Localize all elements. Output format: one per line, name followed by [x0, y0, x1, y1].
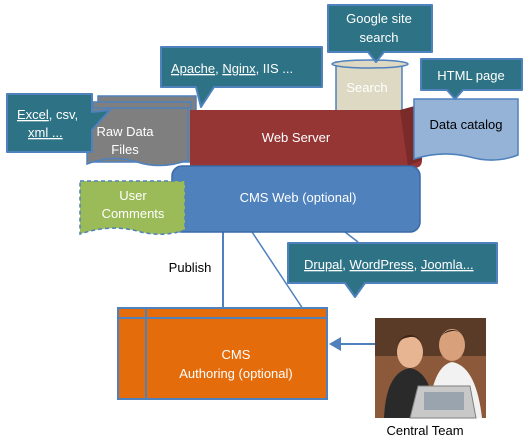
raw-data-files: Raw Data Files	[86, 95, 197, 167]
callout-google-search: Google site search	[327, 4, 433, 63]
cms-options-text: Drupal, WordPress, Joomla...	[304, 257, 474, 272]
web-servers-rest: , IIS ...	[256, 61, 294, 76]
google-search-line2: search	[359, 30, 398, 45]
joomla-link[interactable]: Joomla...	[421, 257, 474, 272]
cms-connector	[251, 231, 306, 313]
data-formats-sep-1: , csv,	[49, 107, 78, 122]
data-catalog-document: Data catalog	[413, 98, 519, 161]
callout-html-page: HTML page	[420, 58, 523, 100]
web-servers-text: Apache, Nginx, IIS ...	[171, 61, 293, 76]
search-label: Search	[346, 80, 387, 95]
user-comments-document: User Comments	[79, 180, 186, 236]
callout-web-servers: Apache, Nginx, IIS ...	[160, 46, 323, 108]
web-servers-sep-1: ,	[215, 61, 222, 76]
raw-data-label-line2: Files	[111, 142, 139, 157]
data-formats-line1: Excel, csv,	[17, 107, 78, 122]
wordpress-link[interactable]: WordPress	[350, 257, 415, 272]
user-comments-label-line1: User	[119, 188, 147, 203]
data-formats-line2: xml ...	[28, 125, 63, 140]
search-document: Search	[331, 59, 409, 115]
central-team-label: Central Team	[386, 423, 463, 438]
cms-authoring-label-line1: CMS	[222, 347, 251, 362]
apache-link[interactable]: Apache	[171, 61, 215, 76]
callout-cms-options: Drupal, WordPress, Joomla...	[287, 242, 498, 298]
cms-web-label: CMS Web (optional)	[240, 190, 357, 205]
data-catalog-label: Data catalog	[430, 117, 503, 132]
web-server: Web Server	[190, 104, 422, 168]
raw-data-label-line1: Raw Data	[96, 124, 154, 139]
central-team-arrow	[329, 337, 375, 351]
data-formats-more[interactable]: ...	[48, 125, 62, 140]
publish-label: Publish	[169, 260, 212, 275]
cms-authoring-label-line2: Authoring (optional)	[179, 366, 292, 381]
xml-link[interactable]: xml	[28, 125, 48, 140]
drupal-link[interactable]: Drupal	[304, 257, 342, 272]
excel-link[interactable]: Excel	[17, 107, 49, 122]
web-server-label: Web Server	[262, 130, 331, 145]
google-search-line1: Google site	[346, 11, 412, 26]
html-page-label: HTML page	[437, 68, 504, 83]
user-comments-label-line2: Comments	[102, 206, 165, 221]
cms-options-sep-2: ,	[414, 257, 421, 272]
cms-authoring-box: CMS Authoring (optional)	[117, 307, 328, 400]
central-team-photo	[375, 318, 486, 419]
cms-options-sep-1: ,	[342, 257, 349, 272]
cms-web-box: CMS Web (optional)	[171, 165, 421, 233]
callout-connector	[344, 231, 359, 243]
nginx-link[interactable]: Nginx	[222, 61, 256, 76]
callout-data-formats: Excel, csv, xml ...	[6, 93, 111, 153]
